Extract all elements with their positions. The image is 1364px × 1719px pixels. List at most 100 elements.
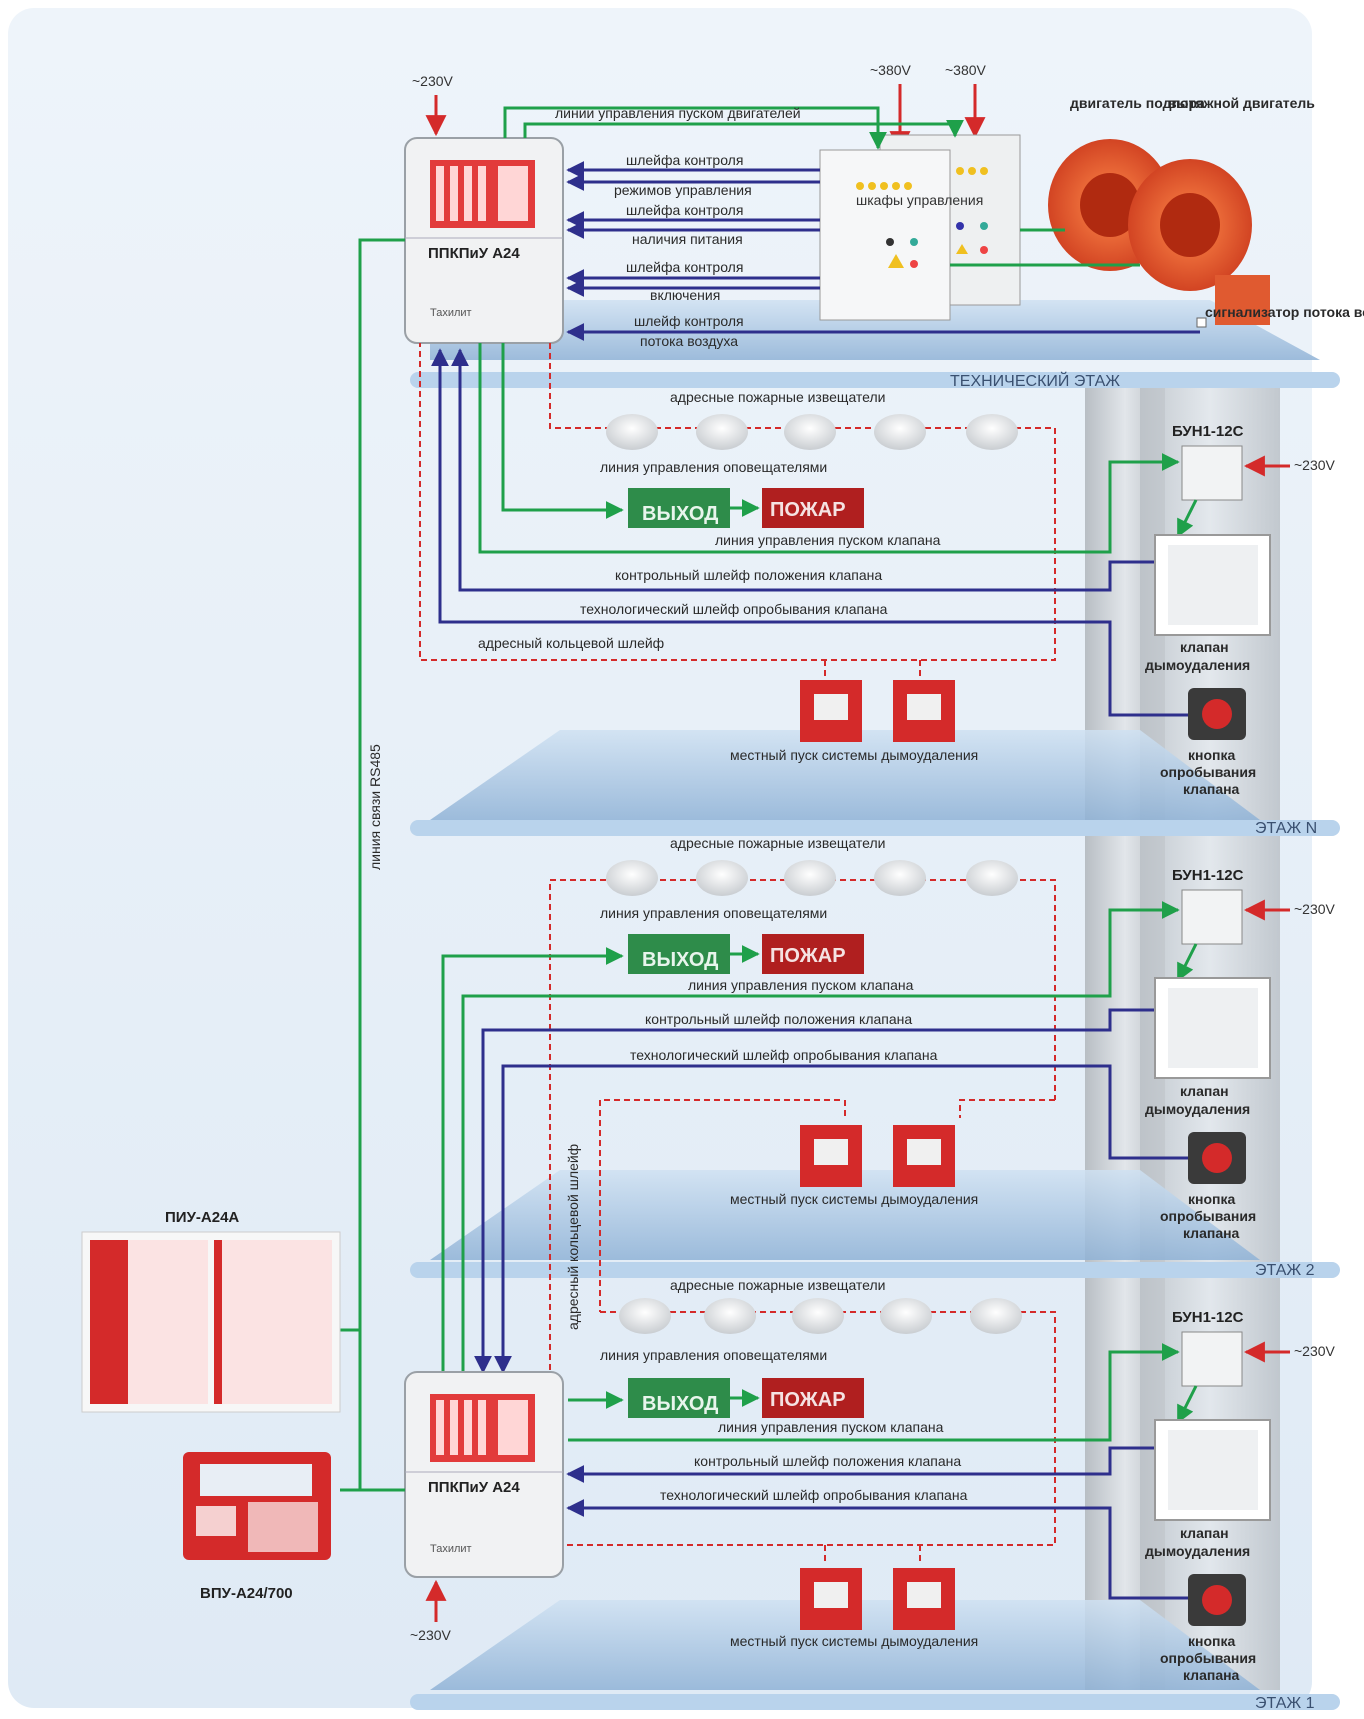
ring-loop-label-n: адресный кольцевой шлейф bbox=[478, 635, 664, 651]
voltage-380-a: ~380V bbox=[870, 62, 912, 78]
valve-test-loop-2 bbox=[494, 1064, 1198, 1374]
fire-text-2: ПОЖАР bbox=[770, 945, 846, 967]
call-points-1 bbox=[800, 1568, 955, 1630]
label-loop-control-1: шлейфа контроля bbox=[626, 152, 743, 168]
call-points-n bbox=[800, 680, 955, 742]
panel-ppkpiu-top: ППКПиУ А24 Тахилит bbox=[404, 137, 564, 344]
slab-floor-2 bbox=[410, 1170, 1340, 1278]
detectors-floor-1 bbox=[619, 1298, 1022, 1334]
valve-position-loop-n bbox=[451, 348, 1178, 592]
valve-label-1-n: клапан bbox=[1180, 639, 1229, 655]
panel-top-brand: Тахилит bbox=[430, 307, 472, 319]
bun-label-2: БУН1-12С bbox=[1172, 867, 1244, 884]
floor-label-1: ЭТАЖ 1 bbox=[1255, 1695, 1315, 1712]
ring-loop-floor-n bbox=[419, 343, 1056, 661]
fire-text-1: ПОЖАР bbox=[770, 1389, 846, 1411]
local-start-label-1: местный пуск системы дымоудаления bbox=[730, 1633, 978, 1649]
smoke-detector bbox=[704, 1298, 756, 1334]
button-label-2-n: опробывания bbox=[1160, 764, 1256, 780]
valve-start-label-n: линия управления пуском клапана bbox=[715, 532, 941, 548]
valve-start-line-n bbox=[478, 343, 1180, 554]
panel-top-name: ППКПиУ А24 bbox=[428, 245, 520, 262]
label-switching: включения bbox=[650, 287, 720, 303]
voltage-bun-n: ~230V bbox=[1294, 457, 1336, 473]
panel-bottom-brand: Тахилит bbox=[430, 1543, 472, 1555]
floor-label-n: ЭТАЖ N bbox=[1255, 820, 1317, 837]
alarm-line-label-1: линия управления оповещателями bbox=[600, 1347, 827, 1363]
valve-test-label-1: технологический шлейф опробывания клапан… bbox=[660, 1487, 968, 1503]
alarm-line-n bbox=[501, 343, 624, 519]
button-label-2-2: опробывания bbox=[1160, 1208, 1256, 1224]
valve-position-loop-2 bbox=[474, 1008, 1178, 1374]
smoke-detector bbox=[966, 414, 1018, 450]
local-start-label-n: местный пуск системы дымоудаления bbox=[730, 747, 978, 763]
voltage-230-top: ~230V bbox=[412, 73, 454, 89]
panel-bottom-name: ППКПиУ А24 bbox=[428, 1479, 520, 1496]
valve-test-loop-1 bbox=[566, 1499, 1198, 1600]
ring-loop-label-2: адресный кольцевой шлейф bbox=[565, 1144, 581, 1330]
valve-start-line-1 bbox=[568, 1343, 1180, 1442]
bun-label-n: БУН1-12С bbox=[1172, 423, 1244, 440]
motor-control-line-label: линии управления пуском двигателей bbox=[555, 105, 801, 121]
fan-exhaust bbox=[1128, 159, 1270, 325]
supply-motor-label: двигатель подпора bbox=[1070, 95, 1205, 111]
slab-technical bbox=[410, 300, 1340, 388]
panel-ppkpiu-bottom: ППКПиУ А24 Тахилит bbox=[404, 1371, 564, 1578]
fire-text-n: ПОЖАР bbox=[770, 499, 846, 521]
test-button-1: кнопка опробывания клапана bbox=[1160, 1574, 1256, 1683]
valve-label-1-2: клапан bbox=[1180, 1083, 1229, 1099]
call-point-window bbox=[814, 694, 848, 720]
label-control-modes: режимов управления bbox=[614, 182, 752, 198]
call-point-window bbox=[814, 1582, 848, 1608]
local-start-label-2: местный пуск системы дымоудаления bbox=[730, 1191, 978, 1207]
piu-device bbox=[81, 1231, 341, 1413]
valve-label-2-1: дымоудаления bbox=[1145, 1543, 1250, 1559]
bun-floor-1: БУН1-12С ~230V bbox=[1172, 1309, 1336, 1424]
smoke-valve-2: клапан дымоудаления bbox=[1145, 977, 1271, 1117]
motor-control-line-b bbox=[523, 119, 964, 138]
fire-sign-n: ПОЖАР bbox=[762, 488, 864, 528]
fire-sign-2: ПОЖАР bbox=[762, 934, 864, 974]
bun-floor-2: БУН1-12С ~230V bbox=[1172, 867, 1336, 982]
vpu-label: ВПУ-А24/700 bbox=[200, 1585, 293, 1602]
piu-label: ПИУ-А24А bbox=[165, 1209, 239, 1226]
smoke-valve-1: клапан дымоудаления bbox=[1145, 1419, 1271, 1559]
call-point-window bbox=[907, 1582, 941, 1608]
exit-text-n: ВЫХОД bbox=[642, 503, 718, 525]
valve-label-1-1: клапан bbox=[1180, 1525, 1229, 1541]
cabinets-label: шкафы управления bbox=[856, 192, 983, 208]
detectors-label-1: адресные пожарные извещатели bbox=[670, 1277, 885, 1293]
valve-position-loop-1 bbox=[566, 1446, 1178, 1483]
alarm-line-label-n: линия управления оповещателями bbox=[600, 459, 827, 475]
detectors-floor-2 bbox=[606, 860, 1018, 896]
label-power-presence: наличия питания bbox=[632, 231, 743, 247]
detectors-label-2: адресные пожарные извещатели bbox=[670, 835, 885, 851]
smoke-detector bbox=[874, 860, 926, 896]
exit-text-2: ВЫХОД bbox=[642, 949, 718, 971]
button-label-3-1: клапана bbox=[1183, 1667, 1240, 1683]
smoke-detector bbox=[966, 860, 1018, 896]
voltage-380-b: ~380V bbox=[945, 62, 987, 78]
exhaust-motor-label: вытяжной двигатель bbox=[1168, 95, 1315, 111]
motor-control-line-a bbox=[503, 106, 887, 150]
call-point-window bbox=[907, 1139, 941, 1165]
bun-label-1: БУН1-12С bbox=[1172, 1309, 1244, 1326]
airflow-sensor-label: сигнализатор потока воздуха bbox=[1205, 304, 1364, 320]
smoke-detector bbox=[792, 1298, 844, 1334]
label-loop-control-3: шлейфа контроля bbox=[626, 259, 743, 275]
floor-label-2: ЭТАЖ 2 bbox=[1255, 1262, 1315, 1279]
smoke-detector bbox=[880, 1298, 932, 1334]
label-airflow-control: шлейф контроля bbox=[634, 313, 744, 329]
floor-label-technical: ТЕХНИЧЕСКИЙ ЭТАЖ bbox=[950, 371, 1120, 390]
alarm-line-2 bbox=[441, 947, 624, 1372]
alarm-line-label-2: линия управления оповещателями bbox=[600, 905, 827, 921]
ring-loop-floor-2-b bbox=[959, 1099, 1055, 1118]
button-label-2-1: опробывания bbox=[1160, 1650, 1256, 1666]
valve-position-label-2: контрольный шлейф положения клапана bbox=[645, 1011, 912, 1027]
smoke-detector bbox=[606, 414, 658, 450]
test-button-2: кнопка опробывания клапана bbox=[1160, 1132, 1256, 1241]
bun-floor-n: БУН1-12С ~230V bbox=[1172, 423, 1336, 538]
label-airflow: потока воздуха bbox=[640, 333, 738, 349]
